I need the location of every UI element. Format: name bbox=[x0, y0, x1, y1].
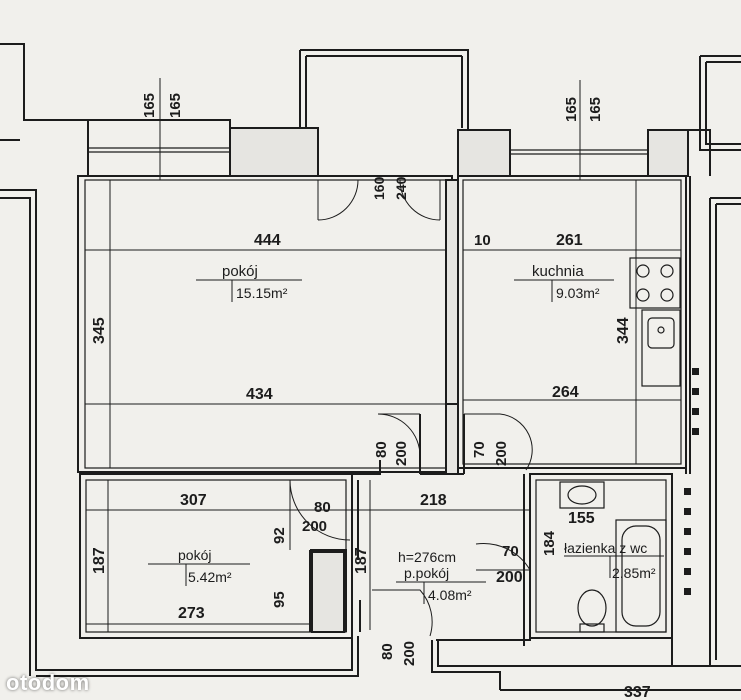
dim-bath-door-70: 70 bbox=[502, 543, 519, 560]
small-room-name: pokój bbox=[178, 547, 211, 563]
dim-small-side: 187 bbox=[91, 547, 108, 574]
dim-hall-top: 218 bbox=[420, 492, 447, 509]
dim-door-70a: 70 bbox=[471, 441, 488, 458]
toilet-icon bbox=[577, 589, 607, 627]
kitchen-fixtures bbox=[629, 257, 681, 387]
kitchen-name: kuchnia bbox=[532, 263, 584, 280]
vent-squares bbox=[684, 368, 699, 595]
dimension-labels: 444 10 261 434 264 307 80 200 218 155 70… bbox=[178, 232, 651, 700]
dimension-labels-vertical: 165 165 165 165 160 240 345 344 80 200 7… bbox=[91, 93, 632, 666]
small-room-area: 5.42m² bbox=[188, 569, 232, 585]
hall-name: p.pokój bbox=[404, 565, 449, 581]
dim-small-top: 307 bbox=[180, 492, 207, 509]
dim-hall-95: 95 bbox=[271, 591, 288, 608]
dim-living-side: 345 bbox=[91, 317, 108, 344]
dim-wall-10: 10 bbox=[474, 232, 491, 249]
dim-balcony-door-b: 240 bbox=[393, 176, 409, 200]
dim-bath-155: 155 bbox=[568, 510, 595, 527]
bathroom-fixtures bbox=[559, 481, 667, 633]
living-room-area: 15.15m² bbox=[236, 285, 288, 301]
dim-entry-80: 80 bbox=[379, 643, 396, 660]
dim-bath-door-200: 200 bbox=[496, 569, 523, 586]
dim-entry-200: 200 bbox=[401, 641, 418, 666]
dim-living-bottom: 434 bbox=[246, 386, 273, 403]
living-room-name: pokój bbox=[222, 263, 258, 280]
hall-area: 4.08m² bbox=[428, 587, 472, 603]
dim-door-200b: 200 bbox=[493, 441, 510, 466]
washbasin-icon bbox=[559, 481, 605, 509]
dimension-lines bbox=[85, 78, 681, 632]
dim-small-bottom: 273 bbox=[178, 605, 205, 622]
kitchen-area: 9.03m² bbox=[556, 285, 600, 301]
dim-w165c: 165 bbox=[563, 97, 580, 122]
bathroom-name: łazienka z wc bbox=[564, 540, 647, 556]
bathtub-icon bbox=[615, 519, 667, 633]
dim-kitchen-top: 261 bbox=[556, 232, 583, 249]
dim-bottom-right: 337 bbox=[624, 684, 651, 700]
watermark-logo: otodom bbox=[6, 670, 90, 695]
walls bbox=[0, 43, 741, 691]
label-underlines bbox=[148, 279, 664, 604]
room-labels: pokój 15.15m² kuchnia 9.03m² pokój 5.42m… bbox=[178, 263, 656, 603]
dim-door-80a: 80 bbox=[373, 441, 390, 458]
windows bbox=[88, 147, 648, 155]
dim-door-80b: 80 bbox=[314, 499, 331, 516]
dim-kitchen-side: 344 bbox=[615, 317, 632, 344]
dim-door-200a: 200 bbox=[393, 441, 410, 466]
sink-icon bbox=[641, 309, 681, 387]
dim-hall-92: 92 bbox=[271, 527, 288, 544]
dim-balcony-door-a: 160 bbox=[371, 176, 387, 200]
dim-living-top: 444 bbox=[254, 232, 281, 249]
dim-w165b: 165 bbox=[167, 93, 184, 118]
dim-w165a: 165 bbox=[141, 93, 158, 118]
dim-w165d: 165 bbox=[587, 97, 604, 122]
dim-hall-187: 187 bbox=[353, 547, 370, 574]
bathroom-area: 2.85m² bbox=[612, 565, 656, 581]
stove-icon bbox=[629, 257, 681, 309]
dim-bath-184: 184 bbox=[541, 530, 558, 556]
dim-kitchen-bottom: 264 bbox=[552, 384, 579, 401]
hall-height: h=276cm bbox=[398, 549, 456, 565]
dim-door-200c: 200 bbox=[302, 518, 327, 535]
